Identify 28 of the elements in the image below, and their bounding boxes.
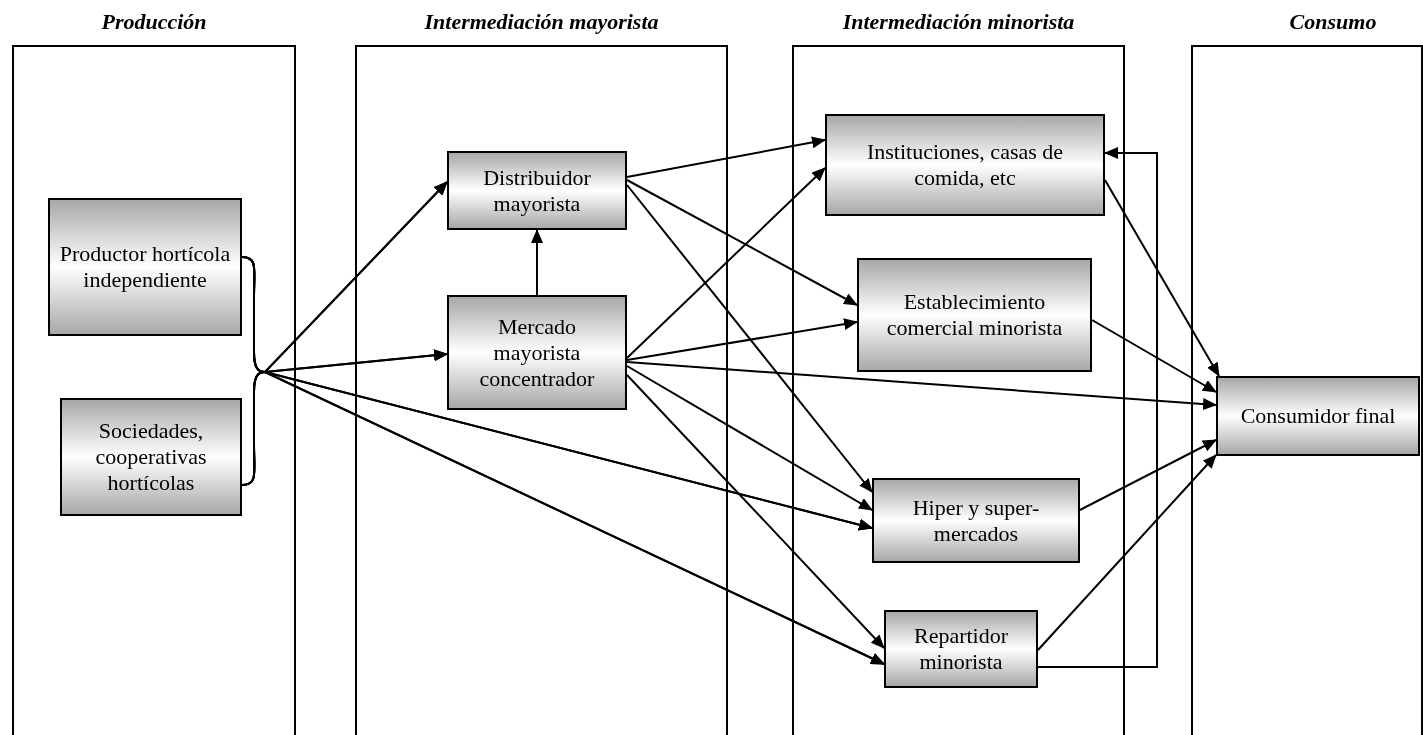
arrow xyxy=(626,184,873,493)
process-box: Distribuidor mayorista xyxy=(447,151,627,230)
process-box: Consumidor final xyxy=(1216,376,1420,456)
process-box: Mercado mayorista concentrador xyxy=(447,295,627,410)
arrow xyxy=(626,167,826,359)
arrow xyxy=(1079,439,1217,511)
column-heading: Consumo xyxy=(1289,8,1377,36)
arrow xyxy=(626,136,826,178)
column-heading: Intermediación minorista xyxy=(842,8,1075,36)
arrow xyxy=(626,179,858,306)
arrow xyxy=(531,229,543,296)
process-box: Establecimiento comercial minorista xyxy=(857,258,1092,372)
process-box: Sociedades, cooperativas hortícolas xyxy=(60,398,242,516)
arrow xyxy=(1037,454,1217,651)
process-box: Instituciones, casas de comida, etc xyxy=(825,114,1105,216)
arrow xyxy=(626,361,1217,411)
process-box: Hiper y super-mercados xyxy=(872,478,1080,563)
arrow xyxy=(626,365,873,511)
column-heading: Producción xyxy=(101,8,207,36)
arrow xyxy=(1037,147,1158,668)
process-box: Repartidor minorista xyxy=(884,610,1038,688)
process-box: Productor hortícola independiente xyxy=(48,198,242,336)
arrow xyxy=(1091,319,1217,393)
arrow xyxy=(626,374,885,649)
arrow xyxy=(1104,179,1220,377)
arrow xyxy=(626,318,858,361)
arrow xyxy=(241,371,885,665)
column-heading: Intermediación mayorista xyxy=(424,8,659,36)
